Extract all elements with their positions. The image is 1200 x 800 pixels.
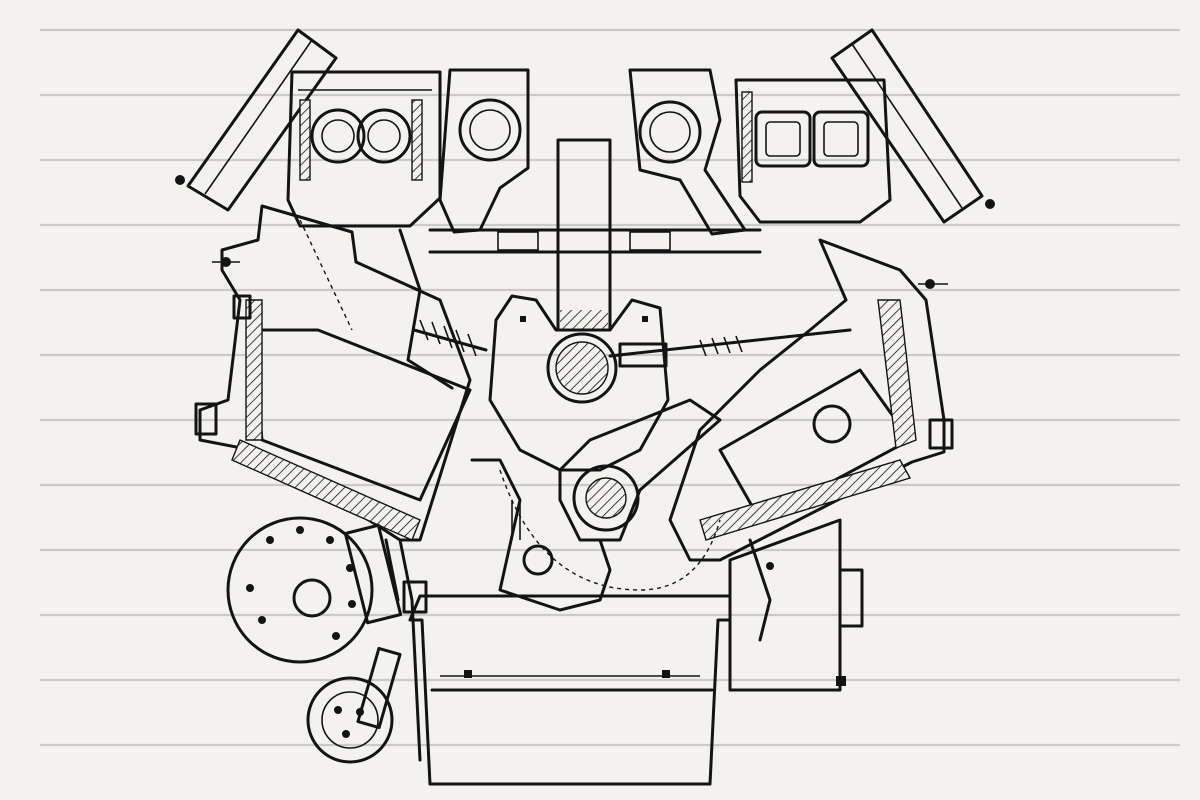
right-auxiliary-housing: [728, 518, 864, 692]
alternator: [226, 516, 403, 664]
left-exhaust-manifold: [438, 68, 530, 234]
starter-pulley: [306, 646, 402, 764]
crankcase-casting: [488, 294, 670, 472]
left-cylinder-bank: [194, 204, 472, 542]
cross-balance-pipe: [428, 228, 762, 254]
central-distributor-shaft: [556, 138, 612, 332]
crank-web: [470, 458, 612, 612]
left-engine-mount: [384, 538, 428, 762]
connecting-rod: [499, 398, 722, 591]
right-pushrod: [608, 328, 852, 368]
oil-sump: [408, 594, 732, 786]
right-intake-trumpet: [830, 28, 995, 224]
right-cylinder-head-ports: [734, 78, 892, 224]
right-cylinder-bank: [668, 238, 954, 562]
left-valve-spring: [398, 228, 488, 390]
left-intake-trumpet: [175, 28, 338, 212]
left-cylinder-head-ports: [286, 70, 442, 228]
